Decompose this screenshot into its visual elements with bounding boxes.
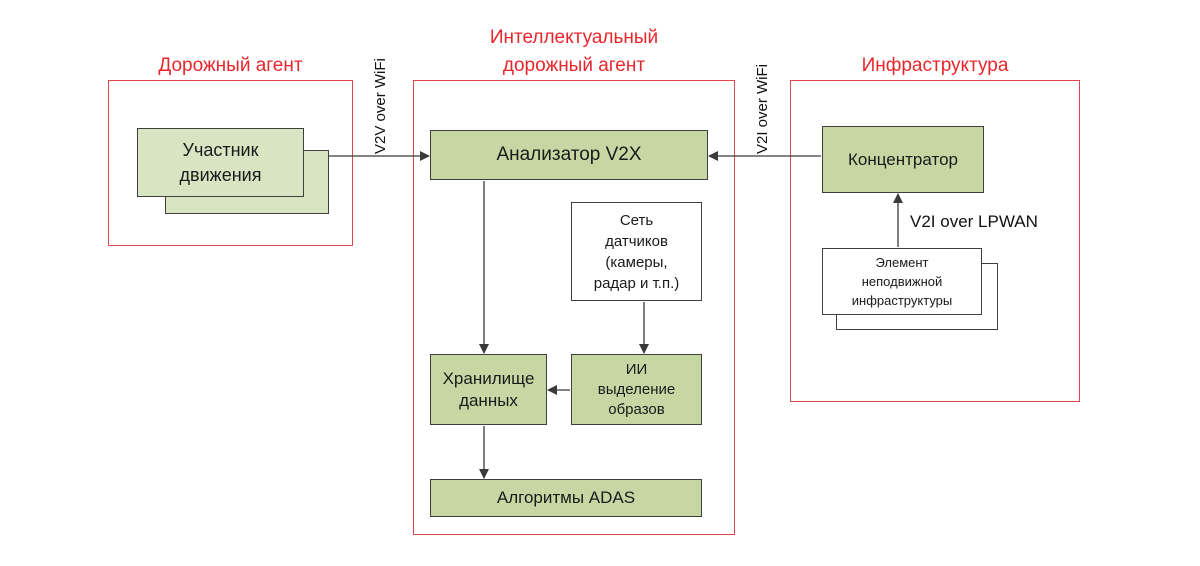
concentrator-block: Концентратор	[822, 126, 984, 193]
infrastructure-title: Инфраструктура	[861, 55, 1009, 76]
infrastructure-frame	[790, 80, 1080, 402]
v2v-label: V2V over WiFi	[372, 58, 389, 154]
ai-pattern-block: ИИ выделение образов	[571, 354, 702, 425]
fixed-element-block: Элемент неподвижной инфраструктуры	[822, 248, 982, 315]
road-agent-title: Дорожный агент	[158, 55, 303, 76]
v2x-analyzer-block: Анализатор V2X	[430, 130, 708, 180]
data-storage-block: Хранилище данных	[430, 354, 547, 425]
adas-algorithms-block: Алгоритмы ADAS	[430, 479, 702, 517]
sensor-network-block: Сеть датчиков (камеры, радар и т.п.)	[571, 202, 702, 301]
smart-agent-title: Интеллектуальный дорожный агент	[489, 27, 659, 76]
v2i-wifi-label: V2I over WiFi	[754, 63, 771, 154]
v2i-lpwan-label: V2I over LPWAN	[910, 212, 1038, 231]
participant-block: Участник движения	[137, 128, 304, 197]
road-agent-frame	[108, 80, 353, 246]
smart-agent-frame	[413, 80, 735, 535]
